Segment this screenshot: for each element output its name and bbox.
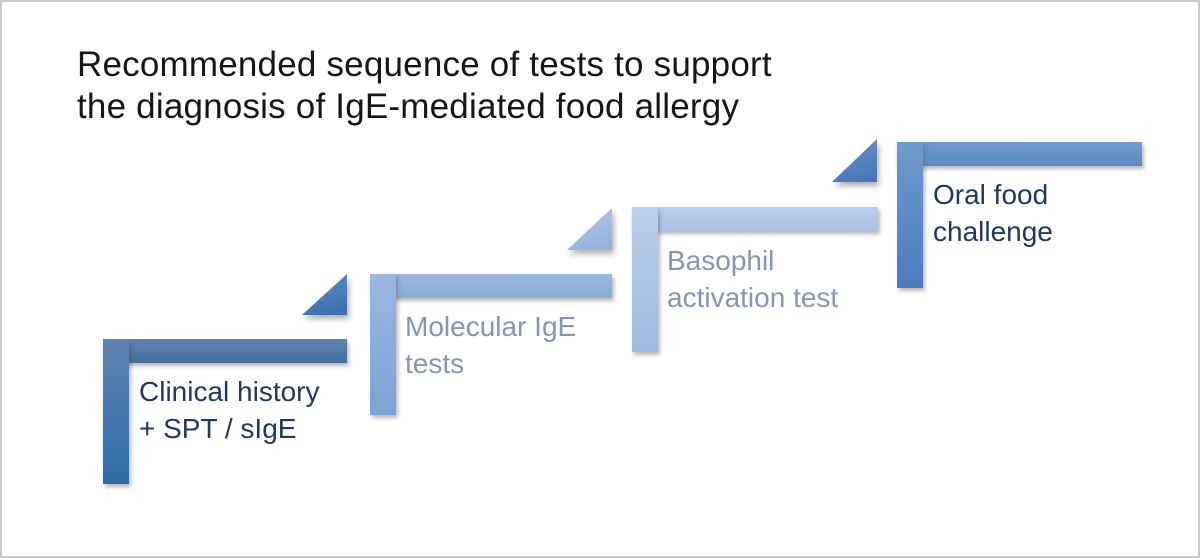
step-up-arrow-icon — [567, 208, 612, 250]
step-horizontal-bar — [632, 207, 878, 231]
step-horizontal-bar — [897, 142, 1142, 166]
step-label-molecular-ige-tests: Molecular IgE tests — [405, 311, 577, 379]
step-label-oral-food-challenge: Oral food challenge — [933, 179, 1053, 247]
step-label-clinical-history: Clinical history + SPT / sIgE — [139, 376, 320, 444]
step-up-arrow-icon — [832, 139, 877, 182]
step-bracket-oral-food-challenge — [897, 142, 1142, 288]
step-vertical-bar — [632, 207, 658, 352]
step-vertical-bar — [103, 339, 129, 484]
triangle-shape — [832, 139, 877, 182]
triangle-shape — [302, 274, 347, 315]
step-up-arrow-icon — [302, 274, 347, 315]
diagram-title: Recommended sequence of tests to support… — [77, 45, 772, 126]
step-label-basophil-activation-test: Basophil activation test — [667, 245, 839, 313]
step-vertical-bar — [897, 142, 923, 288]
step-bracket-basophil-activation-test — [632, 207, 878, 352]
triangle-shape — [567, 208, 612, 250]
step-horizontal-bar — [103, 339, 347, 363]
step-bracket-molecular-ige-tests — [370, 274, 612, 415]
step-vertical-bar — [370, 274, 396, 415]
step-horizontal-bar — [370, 274, 612, 298]
step-bracket-clinical-history — [103, 339, 347, 484]
